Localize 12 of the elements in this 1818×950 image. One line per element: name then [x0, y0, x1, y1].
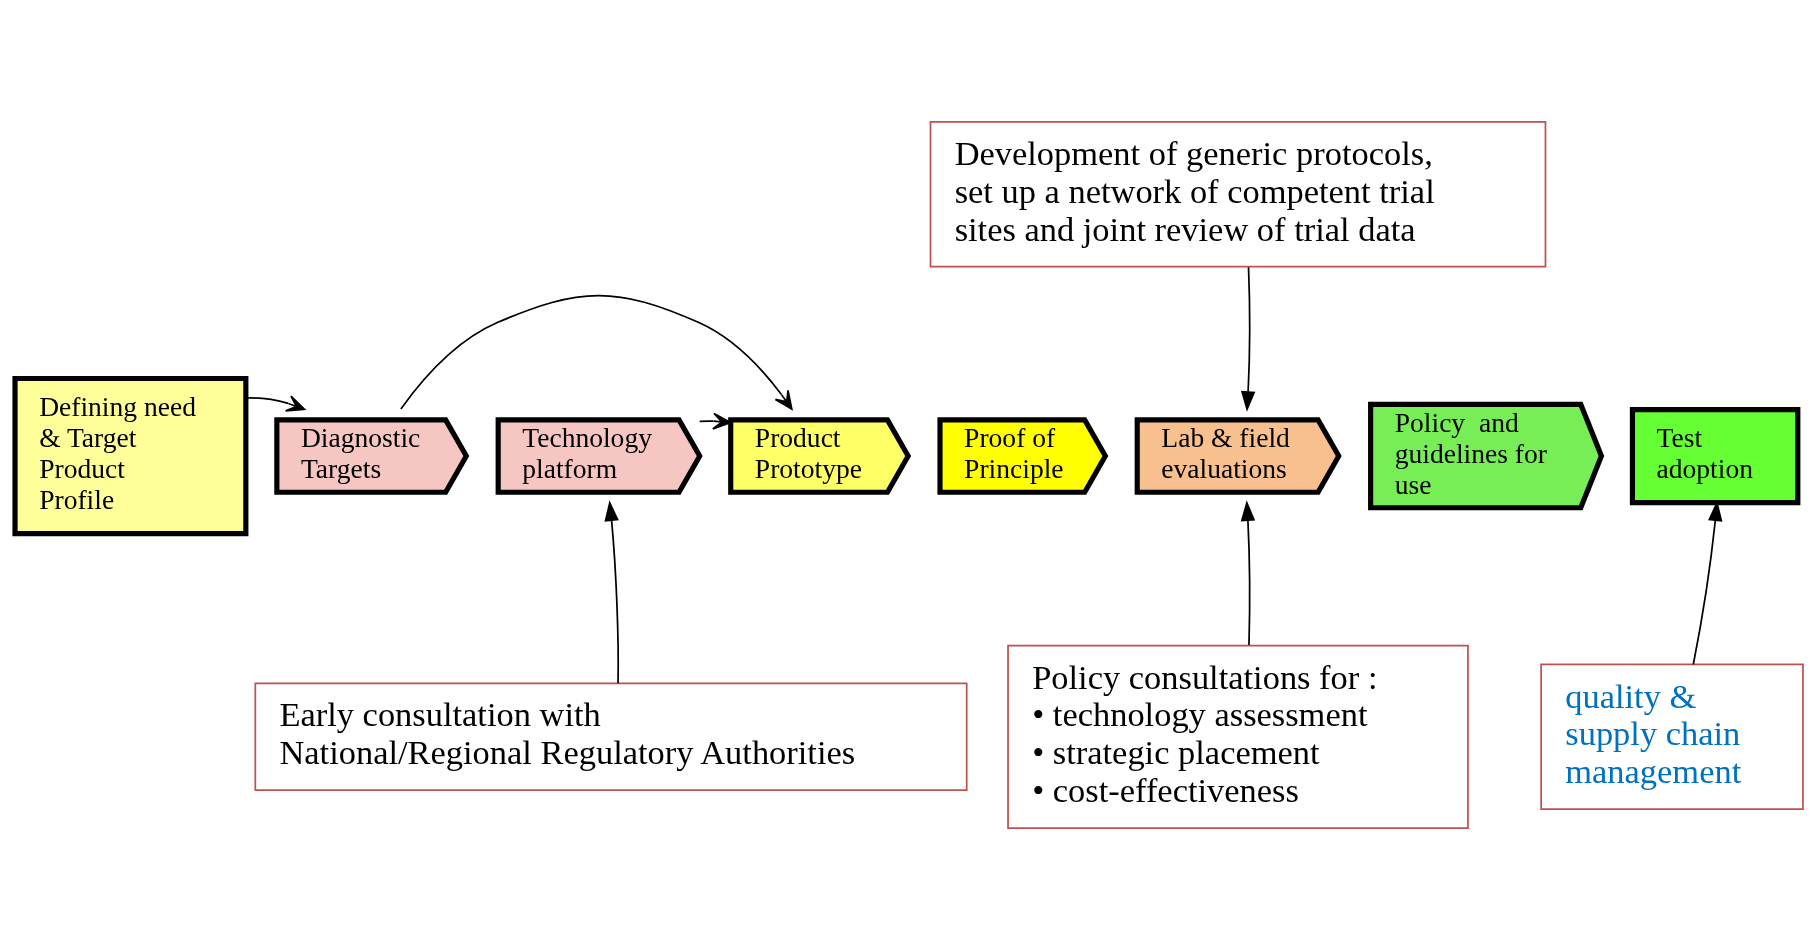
arrow — [604, 500, 620, 685]
node-box: quality & supply chain management — [1540, 663, 1804, 810]
arrow — [400, 294, 793, 410]
arrow — [1240, 266, 1256, 412]
node-box: Early consultation with National/Regional Regulatory Authorities — [254, 682, 968, 792]
arrow — [1240, 500, 1256, 646]
node-box: Development of generic protocols, set up a network of competent trial sites and joint review of trial data — [929, 121, 1547, 268]
arrow — [245, 395, 306, 412]
node-box: Defining need & Target Product Profile — [12, 375, 249, 537]
node-box: Test adoption — [1629, 406, 1801, 506]
node-box: Policy consultations for : • technology assessment • strategic placement • cost-effectiveness — [1007, 644, 1469, 829]
arrow — [698, 412, 732, 430]
